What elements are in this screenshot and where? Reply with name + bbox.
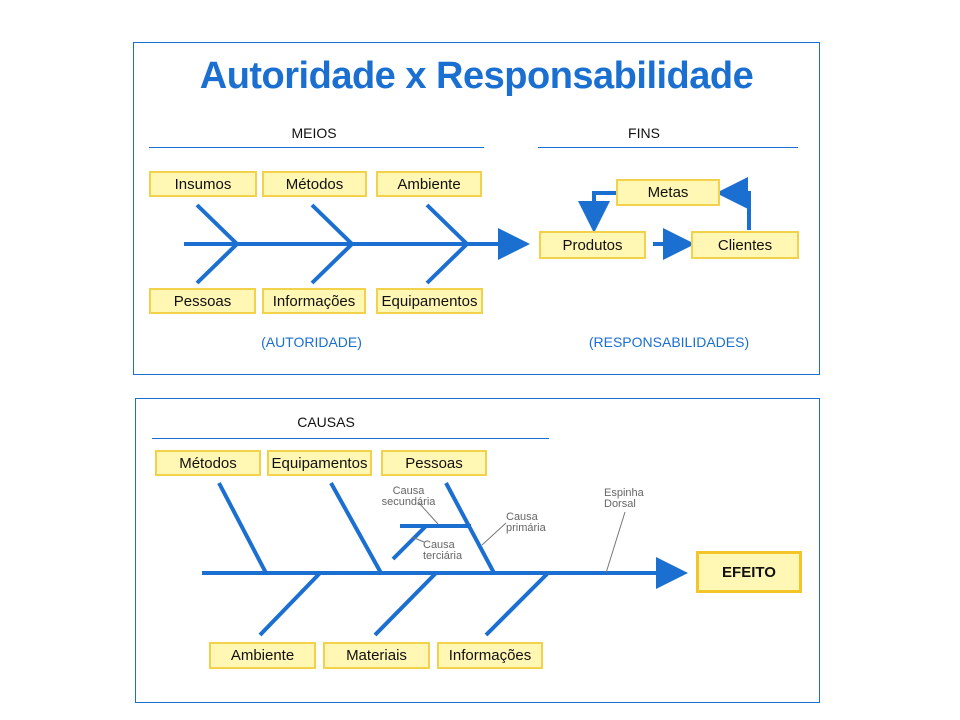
tertiary-cause-word-1: Causa <box>423 539 455 551</box>
authority-note: (AUTORIDADE) <box>261 334 362 350</box>
tertiary-cause-word-2: terciária <box>423 550 463 562</box>
pointer-primary <box>481 522 507 546</box>
secondary-cause-word-1: Causa <box>392 485 425 497</box>
pointer-spine <box>605 511 626 574</box>
primary-cause-label: Causa primária <box>506 512 566 534</box>
spine-word-1: Espinha <box>604 487 644 499</box>
spine-word-2: Dorsal <box>604 498 636 510</box>
box-goals: Metas <box>616 179 720 206</box>
tertiary-cause-branch <box>391 524 428 561</box>
box-materials: Materiais <box>323 642 430 669</box>
box-equipment: Equipamentos <box>267 450 372 476</box>
secondary-cause-label: Causa secundária <box>376 486 441 508</box>
box-products: Produtos <box>539 231 646 259</box>
rib-equipment <box>329 482 383 574</box>
arrow-goals-to-products <box>578 191 618 233</box>
box-information: Informações <box>262 288 366 314</box>
ends-label: FINS <box>628 125 660 141</box>
box-inputs: Insumos <box>149 171 257 197</box>
box-methods: Métodos <box>155 450 261 476</box>
box-environment: Ambiente <box>209 642 316 669</box>
box-equipment: Equipamentos <box>376 288 483 314</box>
box-clients: Clientes <box>691 231 799 259</box>
means-label: MEIOS <box>291 125 337 141</box>
rib-2 <box>310 203 355 285</box>
rib-information <box>484 571 550 637</box>
means-rule <box>149 147 484 148</box>
fishbone-top-diagram <box>184 177 751 285</box>
pointer-secondary <box>418 502 439 525</box>
causes-label: CAUSAS <box>297 414 355 430</box>
rib-materials <box>373 571 438 637</box>
rib-methods <box>217 482 268 574</box>
arrow-clients-to-goals <box>716 177 751 230</box>
fishbone-bottom-diagram <box>202 482 688 637</box>
panel-title: Autoridade x Responsabilidade <box>199 55 754 97</box>
rib-1 <box>195 203 240 285</box>
box-people: Pessoas <box>149 288 256 314</box>
causes-rule <box>152 438 549 439</box>
tertiary-cause-label: Causa terciária <box>423 540 483 562</box>
primary-cause-word-1: Causa <box>506 511 538 523</box>
pointer-tertiary <box>411 536 425 543</box>
effect-box: EFEITO <box>696 551 802 593</box>
rib-environment <box>258 571 322 637</box>
box-environment: Ambiente <box>376 171 482 197</box>
primary-cause-word-2: primária <box>506 522 546 534</box>
cause-effect-panel: CAUSAS Métodos Equipamentos Pessoas <box>135 398 820 703</box>
rib-3 <box>425 203 470 285</box>
spine-label: Espinha Dorsal <box>604 488 664 510</box>
authority-responsibility-panel: Autoridade x Responsabilidade MEIOS FINS… <box>133 42 820 375</box>
box-people: Pessoas <box>381 450 487 476</box>
secondary-cause-word-2: secundária <box>381 496 436 508</box>
responsibility-note: (RESPONSABILIDADES) <box>588 334 750 350</box>
box-methods: Métodos <box>262 171 367 197</box>
ends-rule <box>538 147 798 148</box>
box-information: Informações <box>437 642 543 669</box>
